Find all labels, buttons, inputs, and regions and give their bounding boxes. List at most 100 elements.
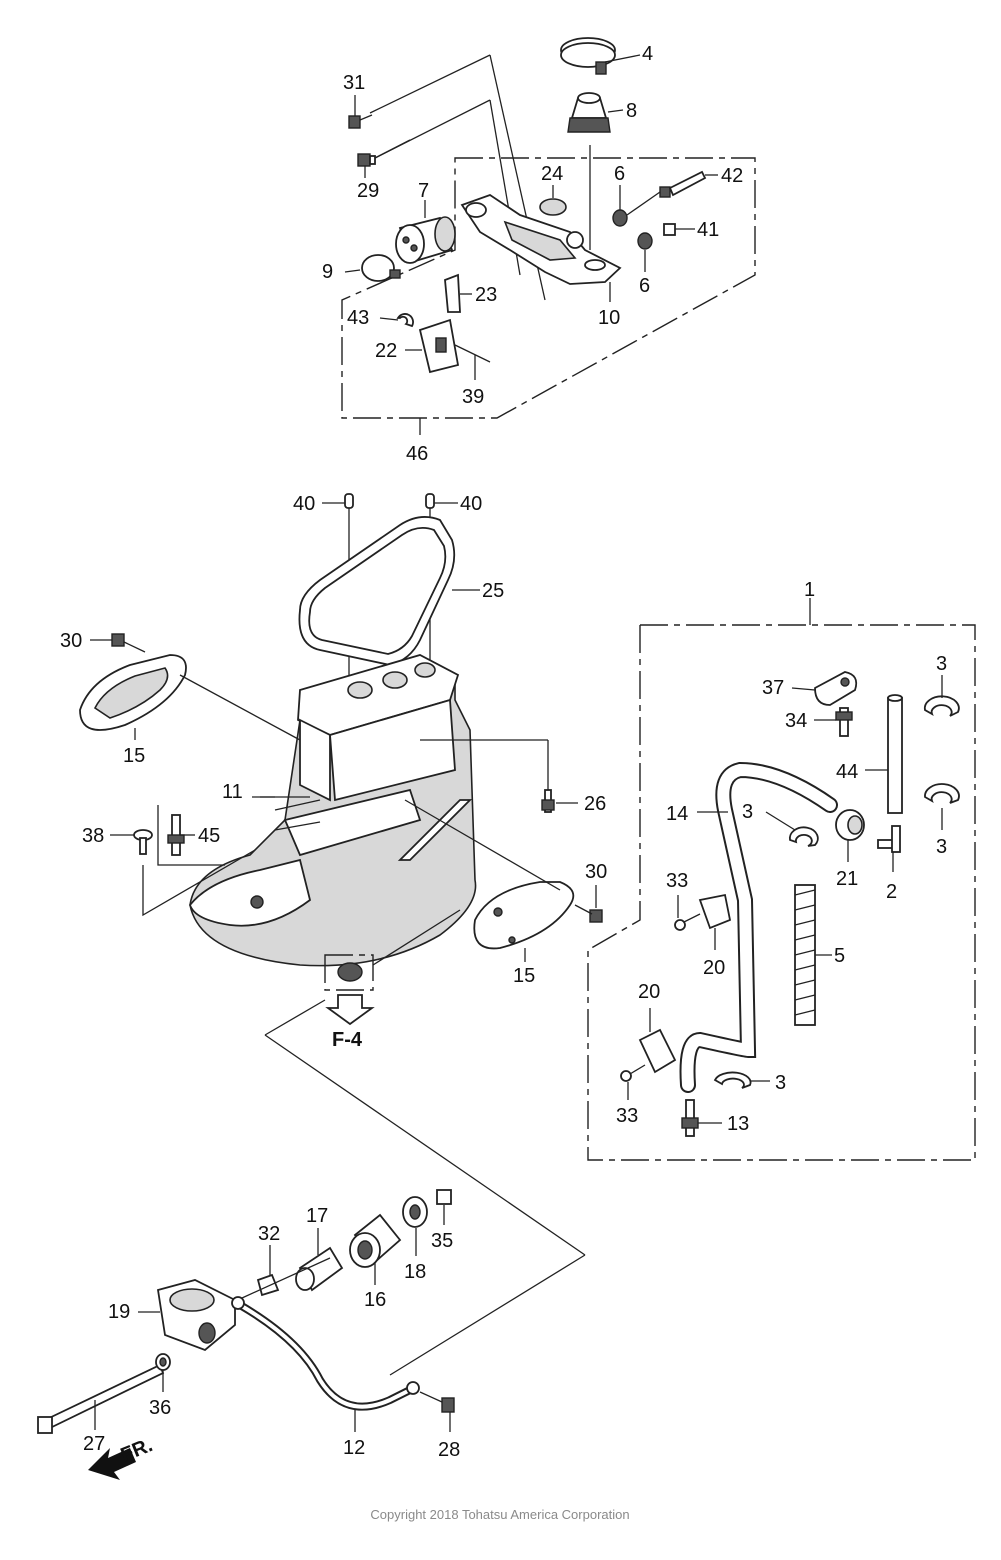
washer-6-lower	[637, 232, 653, 250]
callout-5: 5	[834, 945, 845, 967]
upper-mount-assembly	[341, 37, 756, 435]
callout-3: 3	[936, 836, 947, 858]
drive-shaft-housing	[188, 493, 549, 967]
ground-cable-12	[231, 1296, 420, 1432]
callout-39: 39	[462, 386, 484, 408]
callout-43: 43	[347, 307, 369, 329]
callout-13: 13	[727, 1113, 749, 1135]
callout-6: 6	[614, 163, 625, 185]
clamp-band	[560, 37, 616, 75]
callout-35: 35	[431, 1230, 453, 1252]
callout-23: 23	[475, 284, 497, 306]
bolt-42	[659, 170, 707, 198]
callout-30: 30	[60, 630, 82, 652]
callout-6: 6	[639, 275, 650, 297]
callout-40: 40	[460, 493, 482, 515]
lower-mount-assembly	[37, 1189, 455, 1434]
callout-10: 10	[598, 307, 620, 329]
rubber-boot	[567, 92, 611, 133]
washer-36	[155, 1353, 171, 1392]
bolt-29	[357, 139, 411, 167]
callout-29: 29	[357, 180, 379, 202]
callout-33: 33	[616, 1105, 638, 1127]
fitting-13	[681, 1099, 722, 1137]
callout-20: 20	[703, 957, 725, 979]
callout-16: 16	[364, 1289, 386, 1311]
clamp-3-bottom	[713, 1071, 770, 1089]
callout-41: 41	[697, 219, 719, 241]
fitting-34	[814, 707, 853, 737]
screw-38	[110, 829, 153, 855]
callout-45: 45	[198, 825, 220, 847]
water-hose-assembly	[587, 598, 976, 1161]
hose-clamp	[361, 254, 401, 282]
callout-27: 27	[83, 1433, 105, 1455]
bolt-26	[541, 789, 578, 813]
bracket-20-upper	[698, 893, 732, 950]
callout-4: 4	[642, 43, 653, 65]
nipple-2	[877, 825, 901, 872]
bolt-28	[419, 1391, 455, 1432]
callout-32: 32	[258, 1223, 280, 1245]
callout-7: 7	[418, 180, 429, 202]
callout-46: 46	[406, 443, 428, 465]
callout-44: 44	[836, 761, 858, 783]
callout-22: 22	[375, 340, 397, 362]
washer-18	[402, 1196, 428, 1256]
callout-15: 15	[513, 965, 535, 987]
plate-22	[418, 318, 460, 374]
clamp-3-hose	[765, 811, 819, 847]
callout-12: 12	[343, 1437, 365, 1459]
callout-38: 38	[82, 825, 104, 847]
callout-20: 20	[638, 981, 660, 1003]
callout-3: 3	[936, 653, 947, 675]
front-indicator: FR.	[118, 1434, 156, 1466]
bolt-27	[37, 1363, 165, 1434]
mount-bracket	[460, 194, 622, 285]
side-cover-right	[404, 799, 603, 962]
callout-1: 1	[804, 579, 815, 601]
callout-21: 21	[836, 868, 858, 890]
fitting-45	[167, 814, 195, 856]
callout-15: 15	[123, 745, 145, 767]
callout-19: 19	[108, 1301, 130, 1323]
callout-18: 18	[404, 1261, 426, 1283]
callout-11: 11	[222, 781, 243, 803]
callout-17: 17	[306, 1205, 328, 1227]
pin-39	[454, 344, 491, 363]
group-outline-46	[341, 157, 756, 419]
callout-40: 40	[293, 493, 315, 515]
callout-2: 2	[886, 881, 897, 903]
reference-f4	[264, 909, 586, 1376]
clamp-37	[814, 671, 858, 706]
callout-3: 3	[742, 801, 753, 823]
clamp-3-top	[923, 675, 960, 717]
lower-mount-19	[138, 1279, 236, 1352]
nut-35	[436, 1189, 452, 1225]
bushing-16	[349, 1213, 402, 1285]
bracket-20-lower	[638, 1008, 677, 1074]
callout-36: 36	[149, 1397, 171, 1419]
bolt-32	[256, 1245, 280, 1297]
callout-28: 28	[438, 1439, 460, 1461]
cap	[539, 198, 567, 216]
reference-label-f4: F-4	[332, 1029, 363, 1051]
mount-rubber	[395, 216, 456, 264]
screw-33-lower	[620, 1064, 646, 1100]
side-cover-left	[79, 633, 301, 741]
callout-31: 31	[343, 72, 365, 94]
pipe-44	[865, 694, 903, 814]
callout-33: 33	[666, 870, 688, 892]
dowel-40-right	[425, 493, 435, 509]
clip-43	[396, 313, 414, 328]
grommet-21	[835, 809, 865, 862]
dowel-40-left	[344, 493, 354, 509]
callout-42: 42	[721, 165, 743, 187]
spiral-guard-5	[794, 884, 832, 1026]
callout-3: 3	[775, 1072, 786, 1094]
callout-26: 26	[584, 793, 606, 815]
callout-8: 8	[626, 100, 637, 122]
collar-17	[295, 1228, 344, 1292]
screw-33-upper	[674, 895, 701, 931]
